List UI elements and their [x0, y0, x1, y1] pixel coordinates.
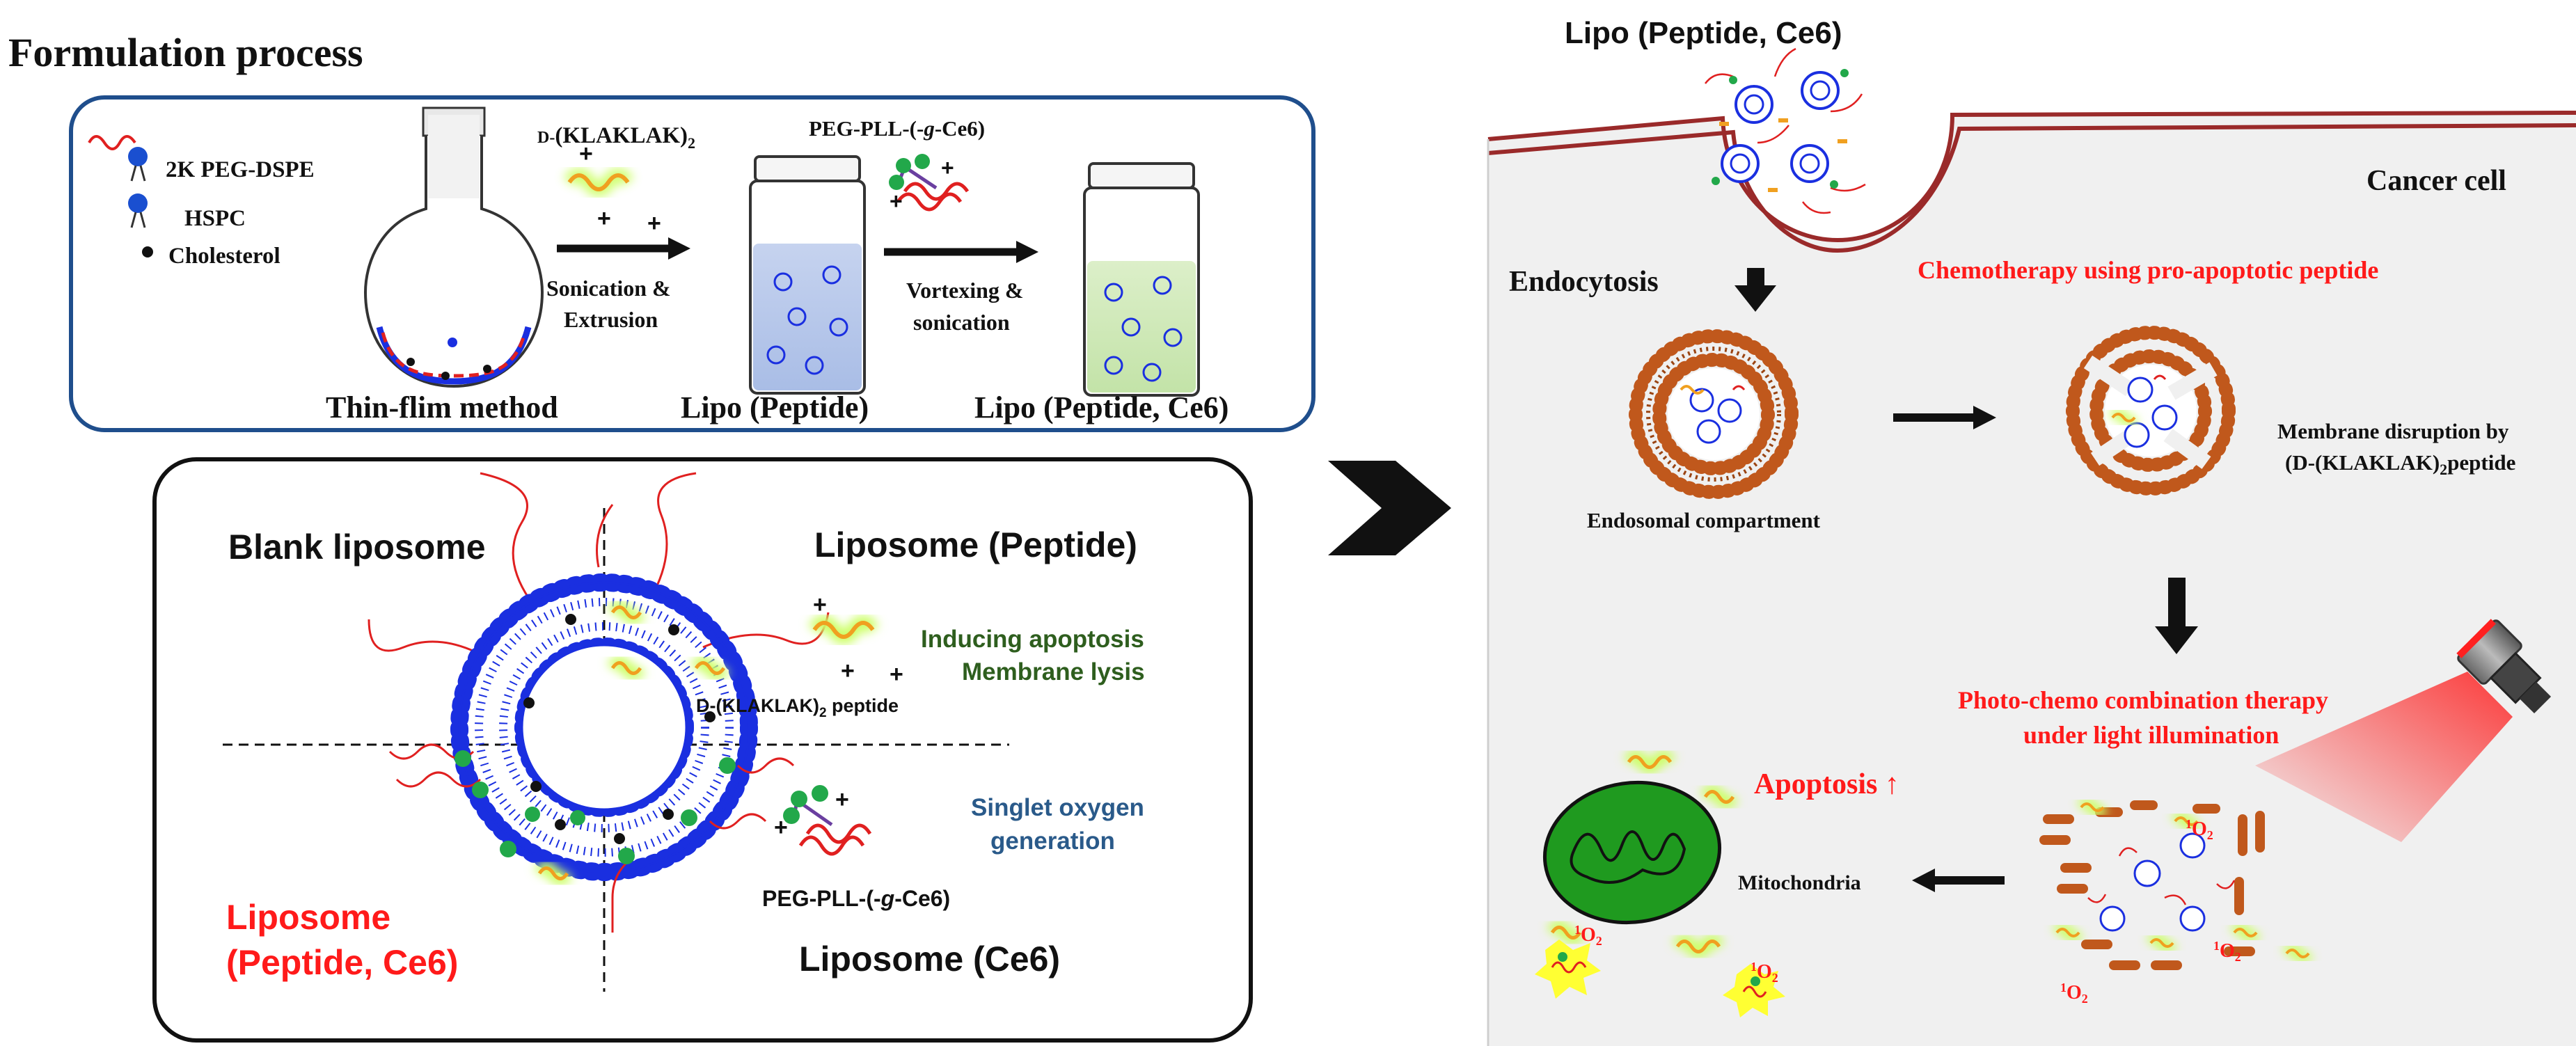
conjugate-label: PEG-PLL-(-g-Ce6): [809, 116, 985, 141]
peptide-legend-icon: + + +: [807, 592, 903, 688]
lysed-endosome-icon: [2039, 798, 2314, 970]
disruption-line2: (D-(KLAKLAK)2peptide: [2285, 450, 2515, 478]
vial-lipo-peptide-icon: [749, 155, 866, 395]
ce6-effect-line2: generation: [990, 827, 1115, 855]
cholesterol-icon: [142, 246, 153, 257]
endocytosis-label: Endocytosis: [1509, 266, 1659, 298]
endosome-icon: [1629, 329, 1799, 499]
chemotherapy-label: Chemotherapy using pro-apoptotic peptide: [1918, 256, 2378, 284]
label-liposome-peptide: Liposome (Peptide): [814, 525, 1137, 564]
cancer-cell-label: Cancer cell: [2366, 165, 2506, 197]
stage-thin-film: Thin-flim method: [326, 390, 558, 425]
singlet-oxygen-burst-icon: [1535, 940, 1785, 1017]
label-liposome-ce6: Liposome (Ce6): [799, 940, 1060, 978]
ce6-conjugate-icon: + +: [889, 154, 970, 214]
svg-text:+: +: [774, 814, 788, 841]
step1-line2: Extrusion: [564, 307, 658, 332]
step2-line1: Vortexing &: [906, 278, 1024, 303]
entering-liposomes-icon: [1705, 47, 1866, 214]
flashlight-icon: [2456, 619, 2552, 714]
ce6-legend-icon: + +: [774, 785, 872, 856]
endocytosis-arrow-icon: [1735, 268, 1776, 312]
step2-line2: sonication: [913, 310, 1010, 335]
ce6-effect-line1: Singlet oxygen: [971, 794, 1144, 821]
apoptosis-label: Apoptosis ↑: [1754, 768, 1899, 800]
combination-line1: Photo-chemo combination therapy: [1958, 686, 2328, 714]
disruption-to-combination-arrow: [2155, 578, 2198, 654]
mitochondria-icon: [1542, 780, 1722, 925]
legend-cholesterol: Cholesterol: [168, 244, 280, 269]
peg-dspe-head-icon: [128, 147, 148, 166]
singlet-oxygen-label-4: 1O2: [1574, 923, 1602, 948]
svg-text:+: +: [890, 661, 903, 688]
formulation-frame: [69, 95, 1315, 432]
transition-arrow-icon: [1328, 461, 1451, 555]
stage-lipo-peptide: Lipo (Peptide): [681, 390, 869, 425]
conjugate-name-label: PEG-PLL-(-g-Ce6): [762, 886, 950, 911]
liposome-types-frame: [152, 457, 1253, 1043]
svg-text:+: +: [813, 592, 827, 618]
disruption-line1: Membrane disruption by: [2277, 419, 2509, 443]
label-liposome-peptide-ce6-line2: (Peptide, Ce6): [226, 943, 458, 982]
legend-hspc: HSPC: [184, 206, 246, 231]
peptide-effect-line2: Membrane lysis: [962, 658, 1145, 686]
svg-text:+: +: [835, 786, 849, 813]
formulation-title: Formulation process: [8, 30, 363, 75]
peptide-label: D-(KLAKLAK)2: [537, 123, 695, 152]
singlet-oxygen-label-5: 1O2: [1751, 960, 1778, 985]
mechanism-title: Lipo (Peptide, Ce6): [1565, 16, 1842, 50]
stage-lipo-peptide-ce6: Lipo (Peptide, Ce6): [974, 390, 1228, 425]
mitochondria-label: Mitochondria: [1738, 871, 1861, 894]
label-blank-liposome: Blank liposome: [228, 528, 486, 566]
step1-line1: Sonication &: [546, 276, 671, 301]
legend-peg-dspe: 2K PEG-DSPE: [166, 157, 315, 182]
hspc-icon: [128, 193, 148, 213]
mitochondria-peptides: [1546, 750, 1739, 959]
svg-text:+: +: [579, 141, 593, 167]
svg-text:+: +: [841, 658, 855, 684]
peptide-icon: + + +: [562, 141, 661, 237]
singlet-oxygen-label-2: 1O2: [2213, 939, 2241, 964]
label-liposome-peptide-ce6-line1: Liposome: [226, 898, 390, 937]
svg-text:+: +: [597, 205, 611, 232]
legend: 2K PEG-DSPE HSPC Cholesterol: [88, 135, 315, 269]
singlet-oxygen-label-1: 1O2: [2186, 817, 2213, 842]
disrupted-endosome-icon: [2066, 326, 2236, 496]
vial-lipo-peptide-ce6-icon: [1083, 162, 1200, 397]
round-bottom-flask-icon: [363, 106, 544, 388]
light-beam: [2255, 672, 2513, 842]
singlet-oxygen-label-3: 1O2: [2060, 981, 2088, 1006]
svg-text:+: +: [647, 210, 661, 237]
peptide-effect-line1: Inducing apoptosis: [921, 626, 1144, 653]
peptide-name-label: D-(KLAKLAK)2 peptide: [696, 695, 899, 720]
combination-line2: under light illumination: [2023, 721, 2279, 749]
svg-text:+: +: [941, 155, 954, 180]
peg-dspe-icon: [88, 135, 136, 150]
endosomal-label: Endosomal compartment: [1587, 508, 1821, 532]
central-liposome-icon: [368, 472, 830, 933]
svg-text:+: +: [890, 189, 903, 214]
